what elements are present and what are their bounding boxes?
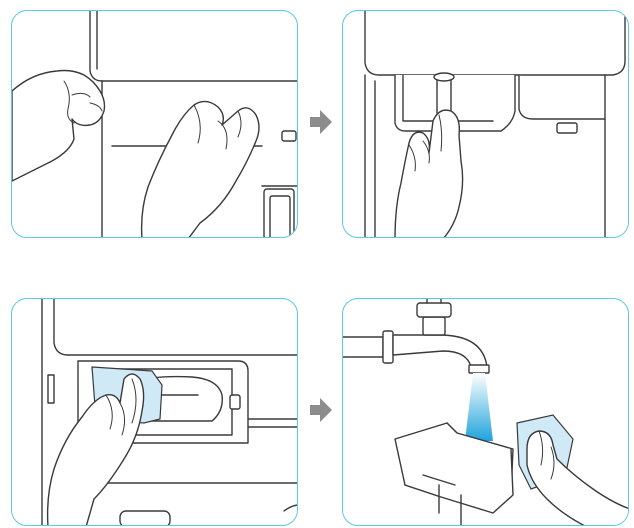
water-stream-icon (465, 373, 493, 441)
step-3-illustration (12, 299, 298, 526)
step-2-panel (342, 10, 629, 238)
right-hand-icon (142, 101, 259, 238)
step-2-illustration (343, 11, 629, 238)
hand-icon (527, 431, 629, 526)
step-4-illustration (343, 299, 629, 526)
step-arrow-1 (310, 110, 332, 134)
left-hand-icon (12, 71, 105, 182)
step-3-panel (11, 298, 298, 526)
step-1-illustration (12, 11, 298, 238)
step-1-panel (11, 10, 298, 238)
step-arrow-2 (310, 398, 332, 422)
step-4-panel (342, 298, 629, 526)
drip-tray-icon (395, 423, 513, 525)
faucet-icon (343, 299, 489, 373)
